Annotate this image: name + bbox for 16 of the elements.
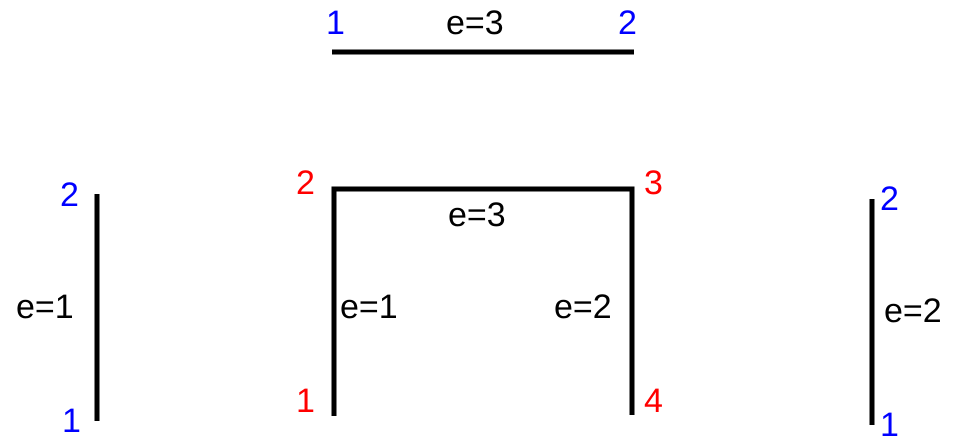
element-label: e=3 [446, 6, 504, 40]
node-number: 2 [618, 6, 637, 40]
element-label: e=2 [554, 290, 612, 324]
node-number: 1 [62, 404, 81, 438]
element-label: e=1 [340, 290, 398, 324]
node-number: 2 [296, 166, 315, 200]
node-number: 2 [60, 178, 79, 212]
element-label: e=1 [16, 290, 74, 324]
node-number: 4 [644, 384, 663, 418]
element-label: e=3 [448, 198, 506, 232]
node-number: 1 [296, 384, 315, 418]
node-number: 1 [326, 6, 345, 40]
node-number: 3 [644, 166, 663, 200]
element-label: e=2 [884, 294, 942, 328]
node-number: 1 [880, 408, 899, 440]
node-number: 2 [880, 182, 899, 216]
